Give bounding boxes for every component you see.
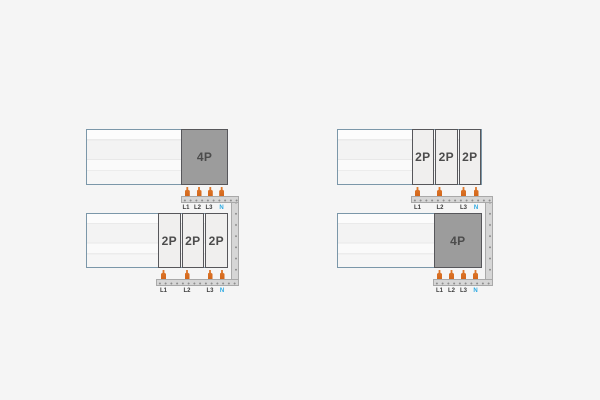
terminal-pin-icon xyxy=(196,187,202,196)
phase-label-l2: L2 xyxy=(183,288,191,294)
terminal-pin-icon xyxy=(473,187,479,196)
module-label: 2P xyxy=(185,233,201,248)
neutral-label: N xyxy=(219,288,225,294)
module-label: 2P xyxy=(208,233,224,248)
terminal-pin-icon xyxy=(461,270,466,279)
breaker-module-2p: 2P xyxy=(181,213,204,268)
breaker-module-2p: 2P xyxy=(205,213,228,268)
horizontal-busbar xyxy=(181,196,239,203)
module-label: 2P xyxy=(161,233,177,248)
terminal-pin-icon xyxy=(161,270,166,279)
phase-label-l2: L2 xyxy=(193,205,202,211)
neutral-label: N xyxy=(473,205,479,211)
breaker-module-2p: 2P xyxy=(458,129,481,185)
terminal-pin-icon xyxy=(449,270,454,279)
horizontal-busbar xyxy=(433,279,493,286)
din-rail xyxy=(337,129,482,185)
phase-label-l3: L3 xyxy=(459,288,468,294)
phase-label-l2: L2 xyxy=(447,288,456,294)
breaker-module-2p: 2P xyxy=(411,129,434,185)
phase-label-l3: L3 xyxy=(206,288,214,294)
neutral-label: N xyxy=(473,288,478,294)
terminal-pin-icon xyxy=(219,187,225,196)
phase-label-l1: L1 xyxy=(413,205,422,211)
phase-label-l1: L1 xyxy=(435,288,444,294)
neutral-label: N xyxy=(219,205,224,211)
module-label: 4P xyxy=(196,150,213,164)
terminal-pin-icon xyxy=(415,187,420,196)
vertical-link-busbar xyxy=(484,196,493,286)
phase-label-l3: L3 xyxy=(205,205,213,211)
phase-label-l2: L2 xyxy=(436,205,444,211)
module-label: 2P xyxy=(415,150,431,164)
terminal-pin-icon xyxy=(461,187,466,196)
horizontal-busbar xyxy=(411,196,493,203)
module-label: 4P xyxy=(450,233,466,248)
breaker-module-2p: 2P xyxy=(435,129,458,185)
breaker-module-4p: 4P xyxy=(434,213,482,268)
terminal-pin-icon xyxy=(473,270,478,279)
terminal-pin-icon xyxy=(184,270,190,279)
breaker-module-4p: 4P xyxy=(181,129,228,185)
vertical-link-busbar xyxy=(230,196,239,286)
terminal-pin-icon xyxy=(437,187,442,196)
phase-label-l1: L1 xyxy=(182,205,190,211)
terminal-pin-icon xyxy=(184,187,190,196)
phase-label-l1: L1 xyxy=(159,288,168,294)
din-rail xyxy=(86,213,228,268)
module-label: 2P xyxy=(438,150,454,164)
breaker-module-2p: 2P xyxy=(158,213,181,268)
terminal-pin-icon xyxy=(219,270,225,279)
terminal-pin-icon xyxy=(207,187,213,196)
horizontal-busbar xyxy=(156,279,239,286)
terminal-pin-icon xyxy=(207,270,213,279)
phase-label-l3: L3 xyxy=(459,205,468,211)
module-label: 2P xyxy=(462,150,478,164)
terminal-pin-icon xyxy=(437,270,442,279)
